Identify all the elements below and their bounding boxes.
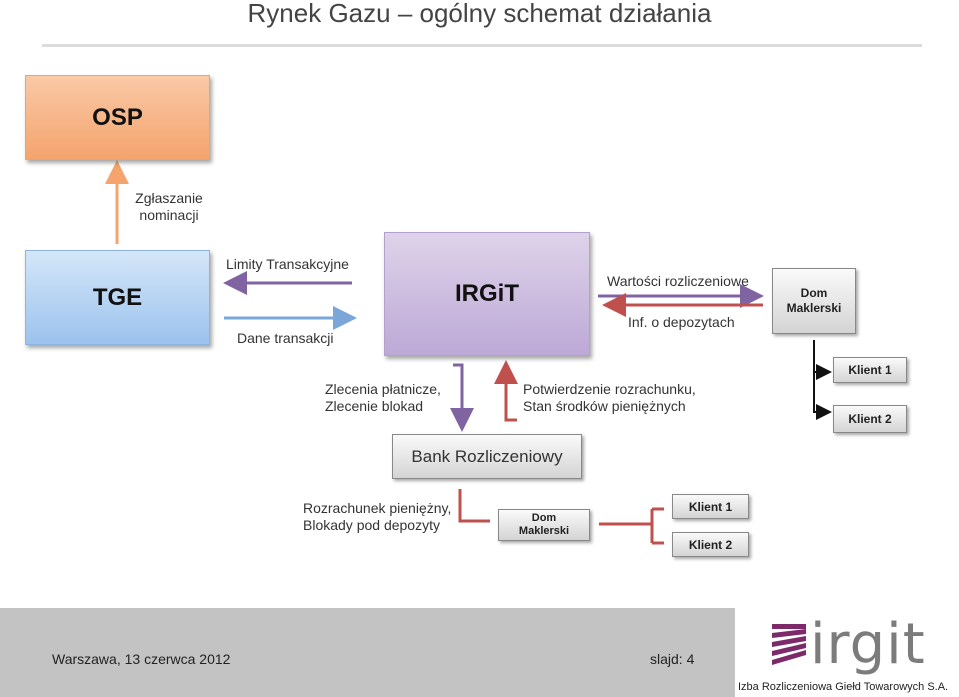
bank-rozliczeniowy-box: Bank Rozliczeniowy (392, 434, 582, 479)
zgloszenie-line1: Zgłaszanie (135, 190, 203, 206)
zgloszenie-line2: nominacji (139, 207, 199, 223)
dom-maklerski-bottom-line1: Dom (531, 512, 557, 524)
page-title: Rynek Gazu – ogólny schemat działania (247, 0, 712, 28)
bracket-dm-to-klienci-bottom (599, 507, 664, 545)
arrow-zlecenia (450, 363, 474, 432)
osp-box: OSP (25, 75, 210, 160)
potwierdzenie-line2: Stan środków pieniężnych (523, 398, 686, 414)
limity-label: Limity Transakcyjne (226, 256, 349, 272)
tge-box: TGE (25, 250, 210, 345)
dane-label: Dane transakcji (237, 330, 334, 346)
irgit-box: IRGiT (384, 232, 590, 356)
klient1-top-box: Klient 1 (833, 357, 907, 383)
title-divider (42, 44, 922, 47)
bracket-rozrachunek (458, 489, 490, 523)
potwierdzenie-line1: Potwierdzenie rozrachunku, (523, 381, 696, 397)
connector-dm-to-klienci-top (813, 340, 832, 420)
klient2-top-box: Klient 2 (833, 405, 907, 433)
zgloszenie-label: Zgłaszanie nominacji (134, 190, 204, 224)
rozrachunek-line1: Rozrachunek pieniężny, (303, 500, 452, 516)
footer-slide-number: slajd: 4 (650, 651, 695, 667)
zlecenia-label: Zlecenia płatnicze, Zlecenie blokad (325, 381, 441, 415)
dom-maklerski-top-line2: Maklerski (786, 301, 842, 315)
rozrachunek-line2: Blokady pod depozyty (303, 517, 440, 533)
depozyty-label: Inf. o depozytach (628, 314, 735, 330)
dom-maklerski-bottom-line2: Maklerski (518, 525, 570, 537)
wartosci-label: Wartości rozliczeniowe (607, 273, 749, 289)
zlecenia-line1: Zlecenia płatnicze, (325, 381, 441, 397)
company-name: Izba Rozliczeniowa Giełd Towarowych S.A. (738, 681, 949, 693)
dom-maklerski-bottom-box: Dom Maklerski (498, 509, 590, 541)
dom-maklerski-top-line1: Dom (800, 286, 828, 300)
klient1-bottom-box: Klient 1 (672, 494, 749, 519)
dom-maklerski-top-box: Dom Maklerski (772, 268, 856, 334)
irgit-logo-wordmark: irgit (810, 612, 926, 677)
footer-bar (0, 608, 735, 697)
arrow-potwierdzenie (494, 360, 518, 422)
footer-date: Warszawa, 13 czerwca 2012 (52, 651, 231, 667)
potwierdzenie-label: Potwierdzenie rozrachunku, Stan środków … (523, 381, 696, 415)
klient2-bottom-box: Klient 2 (672, 532, 749, 557)
rozrachunek-label: Rozrachunek pieniężny, Blokady pod depoz… (303, 500, 451, 534)
zlecenia-line2: Zlecenie blokad (325, 398, 424, 414)
